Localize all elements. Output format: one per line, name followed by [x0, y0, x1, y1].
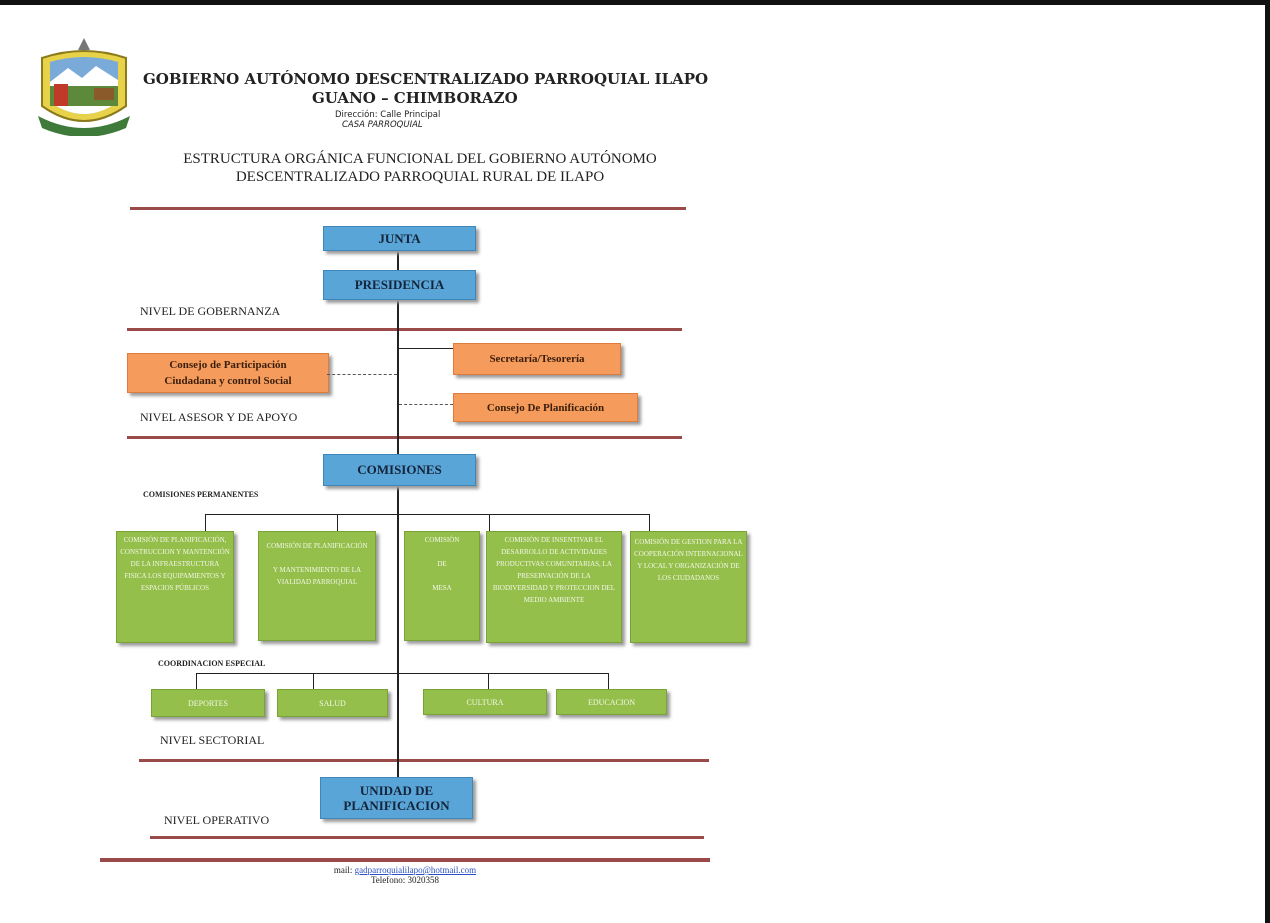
unidad-planificacion-box: UNIDAD DE PLANIFICACION [320, 777, 473, 819]
bracket-drop [608, 673, 609, 689]
main-vertical-connector [397, 250, 399, 790]
cultura-label: CULTURA [466, 697, 504, 707]
comisiones-bracket [205, 514, 650, 515]
consejo-participacion-box: Consejo de Participación Ciudadana y con… [127, 353, 329, 393]
mail-label: mail: [333, 865, 355, 875]
bracket-drop [489, 514, 490, 531]
connector-secretaria [399, 348, 453, 349]
secretaria-label: Secretaría/Tesorería [489, 353, 585, 365]
level-sectorial: NIVEL SECTORIAL [160, 733, 265, 747]
junta-label: JUNTA [378, 230, 421, 246]
unidad-line2: PLANIFICACION [343, 798, 450, 813]
header-title: GOBIERNO AUTÓNOMO DESCENTRALIZADO PARROQ… [143, 70, 709, 88]
header-address: Dirección: Calle Principal [335, 110, 441, 120]
document-title-line1: ESTRUCTURA ORGÁNICA FUNCIONAL DEL GOBIER… [183, 151, 657, 167]
comisiones-permanentes-label: COMISIONES PERMANENTES [143, 490, 259, 499]
page-right-border [1265, 0, 1270, 923]
comision-cooperacion: Comisión de gestion para la cooperación … [630, 531, 747, 643]
bracket-drop [313, 673, 314, 689]
footer-mail-line: mail: gadparroquialilapo@hotmail.com [300, 865, 510, 875]
coordinacion-bracket [196, 673, 609, 674]
deportes-box: DEPORTES [151, 689, 265, 717]
level-asesor: NIVEL ASESOR Y DE APOYO [140, 410, 298, 424]
divider-rule [127, 328, 682, 331]
divider-rule [130, 207, 686, 210]
footer-rule [100, 858, 710, 862]
footer-contact: mail: gadparroquialilapo@hotmail.com Tel… [300, 865, 510, 885]
salud-label: SALUD [319, 698, 346, 708]
presidencia-box: PRESIDENCIA [323, 270, 476, 300]
document-title-line2: DESCENTRALIZADO PARROQUIAL RURAL DE ILAP… [235, 169, 605, 185]
comisiones-label: COMISIONES [357, 462, 442, 477]
comisiones-box: COMISIONES [323, 454, 476, 486]
bracket-drop [488, 673, 489, 689]
header-subtitle: GUANO – CHIMBORAZO [312, 89, 518, 107]
bracket-drop [196, 673, 197, 689]
dashed-connector-planificacion [399, 404, 453, 405]
dashed-connector-participacion [327, 374, 397, 375]
coordinacion-especial-label: COORDINACION ESPECIAL [158, 659, 266, 668]
consejo-planificacion-box: Consejo De Planificación [453, 393, 638, 422]
secretaria-box: Secretaría/Tesorería [453, 343, 621, 375]
comision-planificacion-infraestructura: Comisión de planificación, construccion … [116, 531, 234, 643]
consejo-participacion-line2: Ciudadana y control Social [164, 375, 292, 387]
comision-mesa: Comisión de mesa [404, 531, 480, 641]
parish-emblem-logo [34, 36, 134, 137]
deportes-label: DEPORTES [188, 698, 228, 708]
level-operativo: NIVEL OPERATIVO [164, 813, 270, 827]
cultura-box: CULTURA [423, 689, 547, 715]
comision-actividades-productivas: Comisión de insentivar el desarrollo de … [486, 531, 622, 643]
educacion-box: EDUCACION [556, 689, 667, 715]
presidencia-label: PRESIDENCIA [354, 277, 445, 292]
level-gobernanza: NIVEL DE GOBERNANZA [140, 304, 281, 318]
divider-rule [127, 436, 682, 439]
junta-box: JUNTA [323, 226, 476, 251]
educacion-label: EDUCACION [587, 697, 636, 707]
unidad-line1: UNIDAD DE [359, 783, 434, 798]
header-casa: CASA PARROQUIAL [342, 120, 423, 130]
salud-box: SALUD [277, 689, 388, 717]
footer-telefono: Telefono: 3020358 [370, 875, 440, 885]
consejo-planificacion-label: Consejo De Planificación [486, 401, 605, 414]
bracket-drop [205, 514, 206, 531]
bracket-drop [337, 514, 338, 531]
document-title: ESTRUCTURA ORGÁNICA FUNCIONAL DEL GOBIER… [100, 150, 740, 186]
comision-vialidad: Comisión de planificación y mantenimient… [258, 531, 376, 641]
divider-rule [150, 836, 704, 839]
bracket-drop [649, 514, 650, 531]
consejo-participacion-line1: Consejo de Participación [169, 359, 287, 371]
mail-link[interactable]: gadparroquialilapo@hotmail.com [354, 865, 477, 875]
page-top-border [0, 0, 1270, 5]
divider-rule [139, 759, 709, 762]
